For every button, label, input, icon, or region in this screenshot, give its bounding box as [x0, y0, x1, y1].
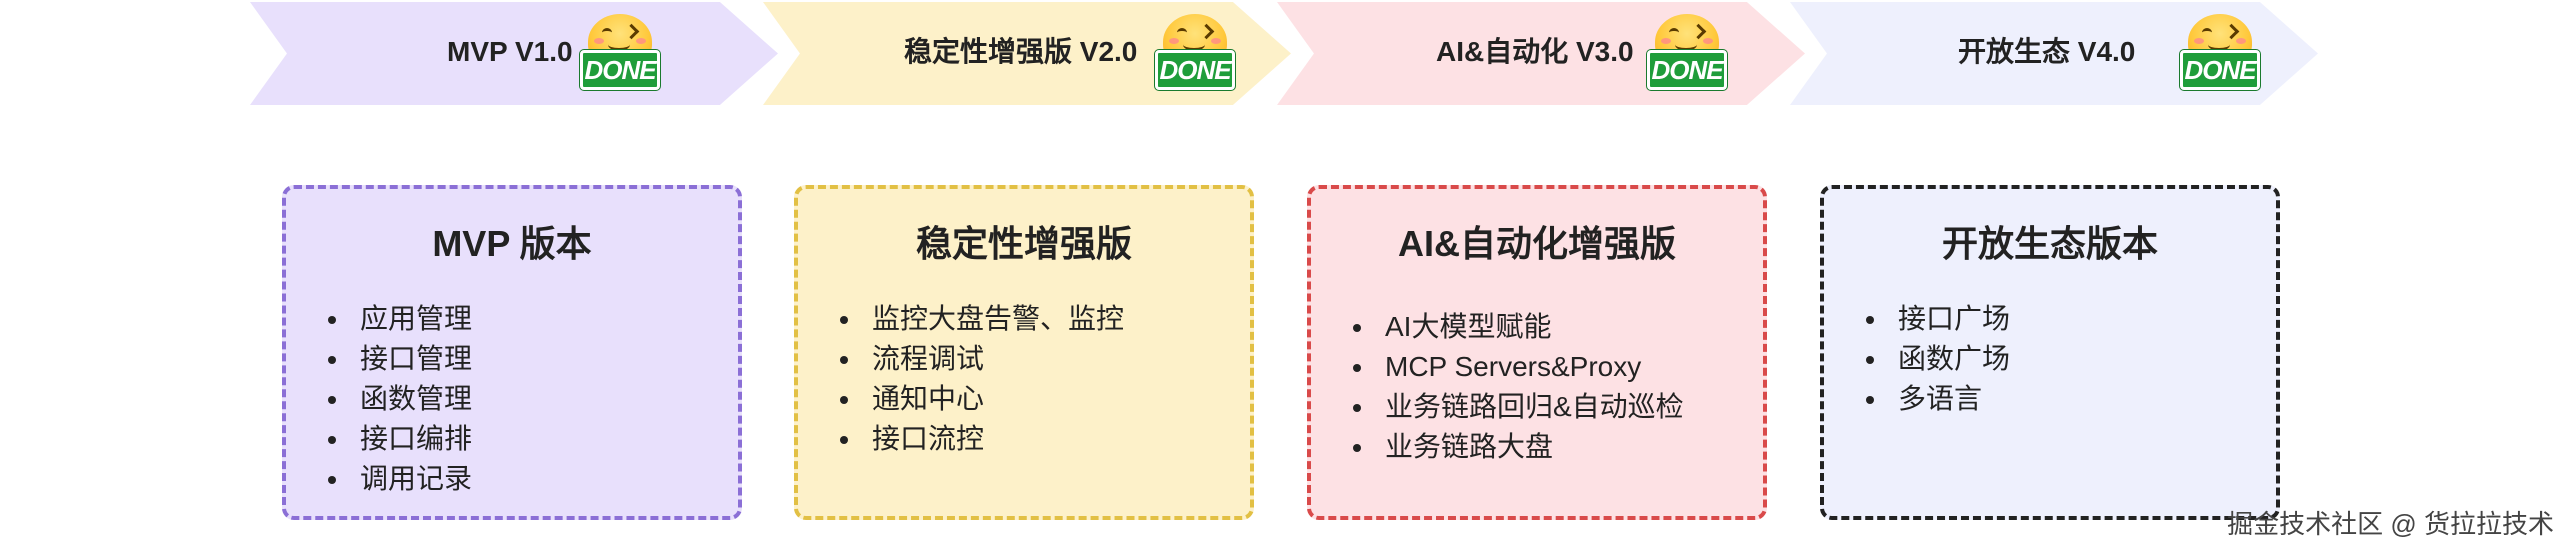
list-item: 应用管理: [328, 299, 472, 339]
done-badge-2: DONE: [1155, 14, 1235, 90]
list-item: 接口流控: [840, 419, 1124, 459]
card-list: 监控大盘告警、监控 流程调试 通知中心 接口流控: [840, 299, 1124, 459]
list-item: 接口广场: [1866, 299, 2010, 339]
done-label: DONE: [1647, 50, 1727, 90]
list-item: 业务链路大盘: [1353, 427, 1684, 467]
card-title: AI&自动化增强版: [1398, 223, 1676, 264]
list-item: 监控大盘告警、监控: [840, 299, 1124, 339]
done-badge-4: DONE: [2180, 14, 2260, 90]
card-title: 开放生态版本: [1941, 223, 2158, 264]
card-title: MVP 版本: [432, 223, 592, 264]
list-item: MCP Servers&Proxy: [1353, 347, 1684, 387]
done-label: DONE: [2180, 50, 2260, 90]
list-item: 流程调试: [840, 339, 1124, 379]
done-label: DONE: [1155, 50, 1235, 90]
timeline-title-4: 开放生态 V4.0: [1958, 36, 2136, 67]
watermark: 掘金技术社区 @ 货拉拉技术: [2227, 509, 2554, 539]
list-item: 业务链路回归&自动巡检: [1353, 387, 1684, 427]
timeline-title-3: AI&自动化 V3.0: [1436, 36, 1634, 67]
timeline-arrow-1: [250, 2, 778, 105]
list-item: 函数广场: [1866, 339, 2010, 379]
done-badge-1: DONE: [580, 14, 660, 90]
done-badge-3: DONE: [1647, 14, 1727, 90]
card-open-ecosystem: 开放生态版本 接口广场 函数广场 多语言: [1820, 185, 2280, 520]
timeline-title-2: 稳定性增强版 V2.0: [904, 36, 1138, 67]
card-title: 稳定性增强版: [915, 223, 1132, 264]
list-item: 多语言: [1866, 379, 2010, 419]
list-item: 通知中心: [840, 379, 1124, 419]
list-item: 调用记录: [328, 459, 472, 499]
list-item: 接口管理: [328, 339, 472, 379]
card-mvp: MVP 版本 应用管理 接口管理 函数管理 接口编排 调用记录: [282, 185, 742, 520]
card-stability: 稳定性增强版 监控大盘告警、监控 流程调试 通知中心 接口流控: [794, 185, 1254, 520]
list-item: 函数管理: [328, 379, 472, 419]
done-label: DONE: [580, 50, 660, 90]
card-list: 接口广场 函数广场 多语言: [1866, 299, 2010, 419]
card-ai-automation: AI&自动化增强版 AI大模型赋能 MCP Servers&Proxy 业务链路…: [1307, 185, 1767, 520]
list-item: AI大模型赋能: [1353, 307, 1684, 347]
timeline-title-1: MVP V1.0: [447, 36, 573, 67]
card-list: 应用管理 接口管理 函数管理 接口编排 调用记录: [328, 299, 472, 499]
list-item: 接口编排: [328, 419, 472, 459]
card-list: AI大模型赋能 MCP Servers&Proxy 业务链路回归&自动巡检 业务…: [1353, 307, 1684, 467]
